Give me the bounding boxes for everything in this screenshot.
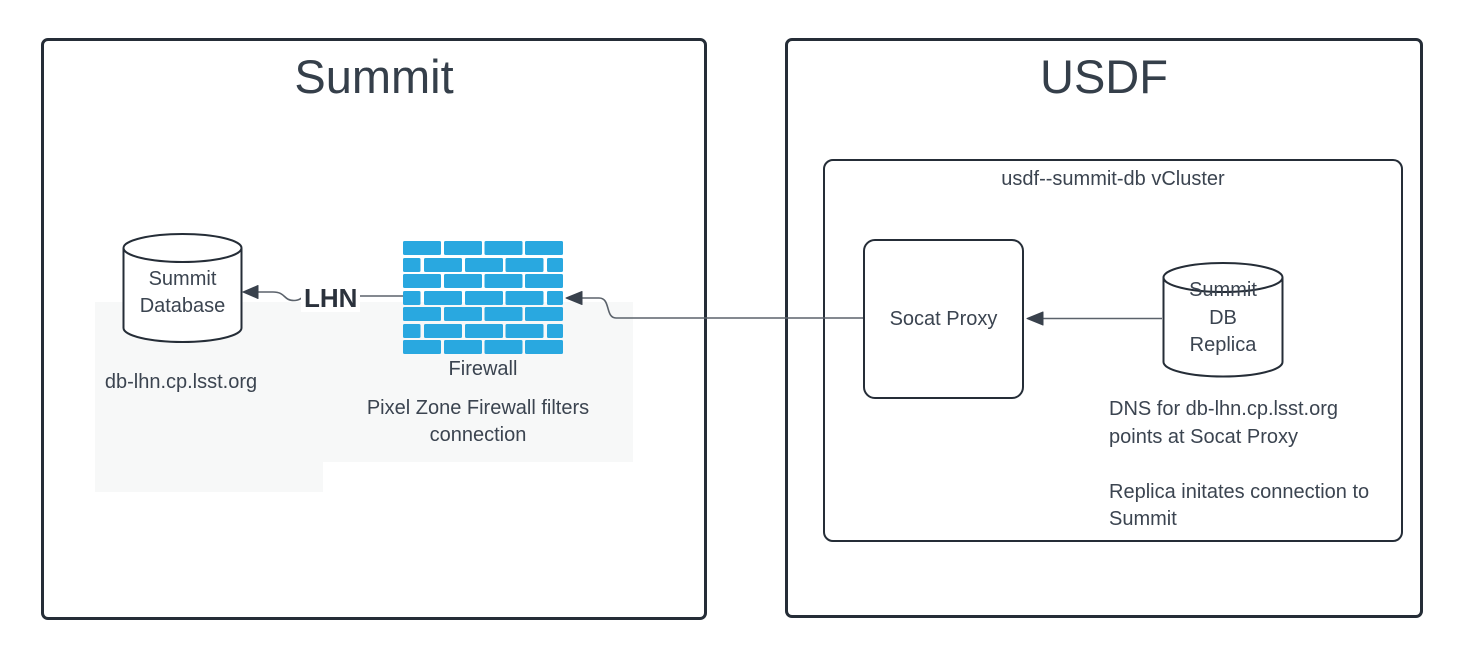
- firewall-label: Firewall: [448, 358, 518, 380]
- firewall-bricks: [403, 241, 563, 354]
- note-line: Replica initates connection to: [1109, 480, 1370, 503]
- summit-db-replica-node: Summit DB Replica: [1162, 261, 1284, 379]
- usdf-notes: DNS for db-lhn.cp.lsst.org points at Soc…: [1109, 396, 1419, 534]
- usdf-title: USDF: [1040, 50, 1168, 103]
- summit-database-node: Summit Database: [122, 232, 243, 344]
- note-line: DNS for db-lhn.cp.lsst.org: [1109, 398, 1338, 420]
- database-cylinder-icon: [122, 233, 243, 343]
- note-line: points at Socat Proxy: [1109, 425, 1298, 448]
- summit-database-hostname: db-lhn.cp.lsst.org: [104, 371, 258, 393]
- note-line: [1109, 451, 1419, 479]
- vcluster-box: usdf--summit-db vCluster: [823, 159, 1403, 542]
- lhn-link-label: LHN: [301, 284, 361, 312]
- vcluster-label: usdf--summit-db vCluster: [1001, 168, 1225, 190]
- summit-group-box: Summit: [41, 38, 707, 620]
- summit-db-replica-label: Summit DB Replica: [1189, 279, 1257, 356]
- summit-title: Summit: [294, 50, 454, 103]
- database-cylinder-icon: [1162, 262, 1284, 378]
- firewall-note: Pixel Zone Firewall filters connection: [366, 397, 590, 446]
- usdf-group-box: USDF: [785, 38, 1423, 618]
- socat-proxy-node: Socat Proxy: [863, 239, 1024, 399]
- summit-database-label: Summit Database: [139, 268, 226, 317]
- firewall-icon: [403, 240, 563, 355]
- note-line: Summit: [1109, 508, 1177, 530]
- socat-proxy-label: Socat Proxy: [889, 307, 998, 330]
